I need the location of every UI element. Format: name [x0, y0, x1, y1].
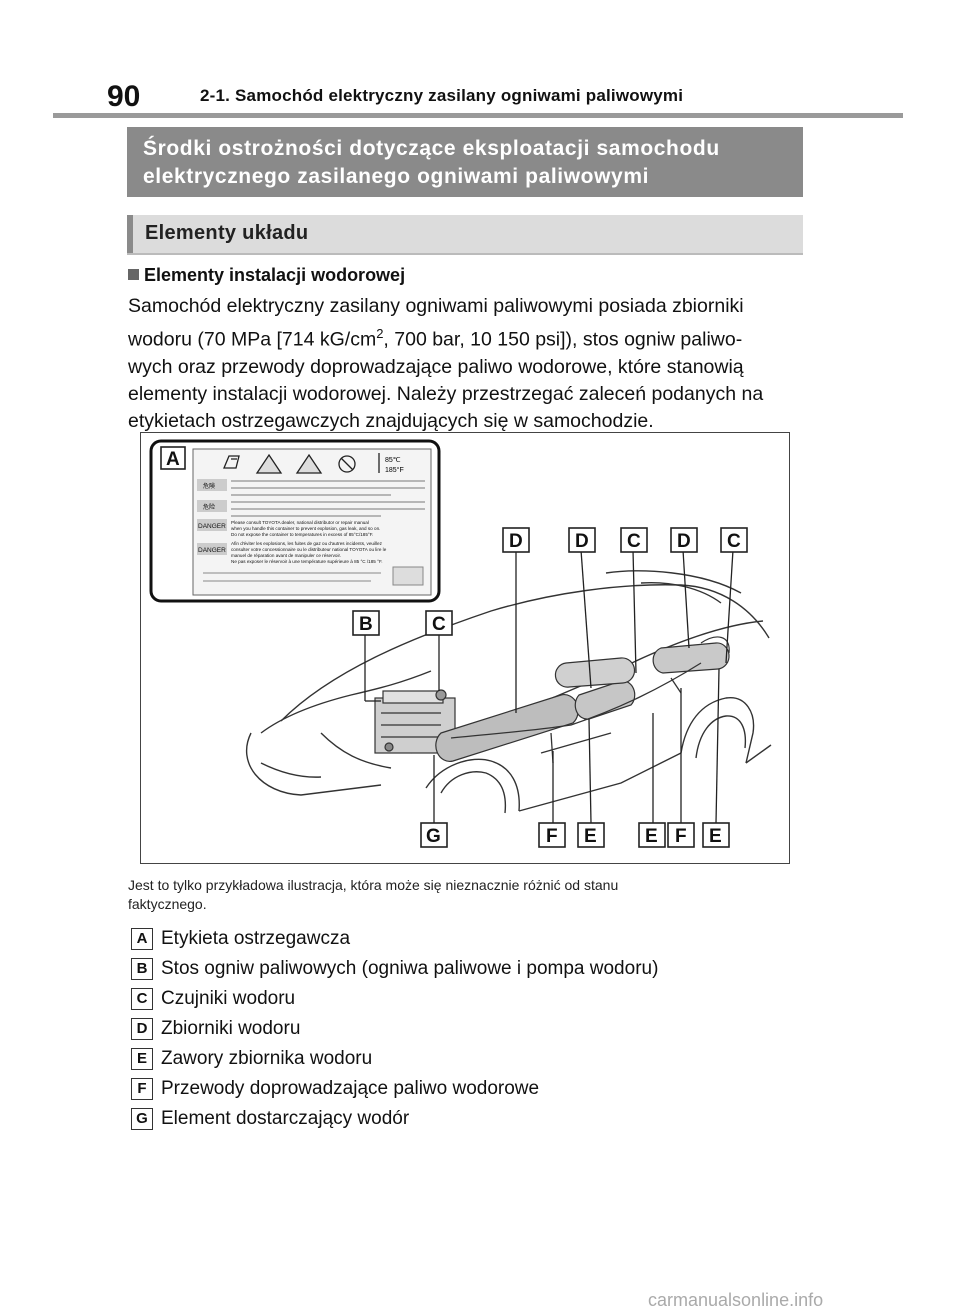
sticker-temp-c: 85℃ [385, 457, 401, 464]
callout-label: C [432, 614, 446, 635]
legend-text: Stos ogniw paliwowych (ogniwa paliwowe i… [161, 958, 659, 979]
callout-label: C [727, 531, 741, 552]
watermark: carmanualsonline.info [648, 1290, 824, 1310]
subsection-title-band: Elementy układu [127, 215, 803, 253]
callout-label: F [675, 826, 687, 847]
bottom-callout-labels: G F E E F E [420, 822, 730, 848]
legend-key: B [131, 958, 153, 980]
section-title: Środki ostrożności dotyczące eksploatacj… [143, 135, 793, 191]
legend-text: Przewody doprowadzające paliwo wodorowe [161, 1078, 540, 1099]
body-text: wodoru (70 MPa [714 kG/cm [128, 328, 377, 351]
sticker-en-line: Do not expose the container to temperatu… [231, 532, 373, 537]
legend-text: Etykieta ostrzegawcza [161, 928, 351, 949]
legend-text: Zawory zbiornika wodoru [161, 1048, 373, 1069]
callout-label: D [509, 531, 523, 552]
legend-text: Czujniki wodoru [161, 988, 296, 1009]
warning-label-sticker: 85℃ 185°F 危険 危险 DANGER Please consult TO… [149, 439, 441, 603]
sticker-danger-en: DANGER [198, 523, 226, 530]
section-title-band: Środki ostrożności dotyczące eksploatacj… [127, 127, 803, 197]
sticker-fr-line: Ne pas exposer le réservoir à une tempér… [231, 559, 383, 564]
caption-line: faktycznego. [128, 896, 207, 912]
hydrogen-system-illustration: 85℃ 185°F 危険 危险 DANGER Please consult TO… [140, 432, 790, 864]
square-bullet-icon [128, 269, 139, 280]
car-outline [245, 570, 772, 814]
caption-line: Jest to tylko przykładowa ilustracja, kt… [128, 877, 619, 893]
callout-label: C [627, 531, 641, 552]
legend-text: Zbiorniki wodoru [161, 1018, 301, 1039]
callout-label: B [359, 614, 373, 635]
legend-key: A [131, 928, 153, 950]
page-number: 90 [107, 80, 141, 113]
topic-heading: Elementy instalacji wodorowej [128, 265, 405, 286]
sticker-fr-line: manuel de réparation avant de manipuler … [231, 553, 341, 558]
section-title-line1: Środki ostrożności dotyczące eksploatacj… [143, 137, 720, 160]
sticker-fr-line: consulter votre concessionnaire ou le di… [231, 547, 387, 552]
body-line: wodoru (70 MPa [714 kG/cm2, 700 bar, 10 … [128, 320, 803, 354]
hydrogen-tanks [435, 636, 730, 763]
chapter-title: 2-1. Samochód elektryczny zasilany ogniw… [200, 86, 684, 105]
superscript: 2 [376, 326, 384, 341]
sticker-temp-f: 185°F [385, 466, 404, 474]
subsection-rule [127, 253, 803, 255]
section-title-line2: elektrycznego zasilanego ogniwami paliwo… [143, 165, 650, 188]
callout-label: G [426, 826, 441, 847]
callout-label: E [645, 826, 658, 847]
legend-key: G [131, 1108, 153, 1130]
callout-label: D [575, 531, 589, 552]
legend-key: D [131, 1018, 153, 1040]
legend-key: C [131, 988, 153, 1010]
body-line: Samochód elektryczny zasilany ogniwami p… [128, 295, 744, 317]
callout-label: D [677, 531, 691, 552]
sticker-warn-jp: 危険 [203, 482, 215, 490]
subsection-title: Elementy układu [145, 222, 309, 244]
legend-key: F [131, 1078, 153, 1100]
body-text: , 700 bar, 10 150 psi]), stos ogniw pali… [383, 328, 743, 351]
body-line: elementy instalacji wodorowej. Należy pr… [128, 382, 764, 405]
callout-label: F [546, 826, 558, 847]
callout-label: E [584, 826, 597, 847]
label-marker-a: A [166, 449, 180, 470]
top-callout-labels: D D C D C [502, 527, 748, 553]
legend-key: E [131, 1048, 153, 1070]
callout-label: E [709, 826, 722, 847]
topic-body: Samochód elektryczny zasilany ogniwami p… [128, 293, 803, 435]
sticker-en-line: when you handle this container to preven… [231, 526, 380, 531]
sticker-danger-fr: DANGER [198, 547, 226, 554]
mid-callout-labels: B C [352, 610, 453, 636]
sticker-en-line: Please consult TOYOTA dealer, national d… [231, 520, 369, 525]
leader-lines [364, 549, 734, 824]
header-rule [53, 113, 903, 118]
body-line: wych oraz przewody doprowadzające paliwo… [128, 355, 744, 378]
sticker-warn-cn: 危险 [203, 503, 215, 511]
sticker-fr-line: Afin d'éviter les explosions, les fuites… [231, 541, 383, 546]
figure-caption: Jest to tylko przykładowa ilustracja, kt… [128, 876, 803, 914]
legend-text: Element dostarczający wodór [161, 1108, 410, 1129]
topic-heading-text: Elementy instalacji wodorowej [144, 265, 406, 285]
body-line: etykietach ostrzegawczych znajdujących s… [128, 409, 654, 432]
car-diagram-svg: 85℃ 185°F 危険 危险 DANGER Please consult TO… [149, 439, 772, 848]
